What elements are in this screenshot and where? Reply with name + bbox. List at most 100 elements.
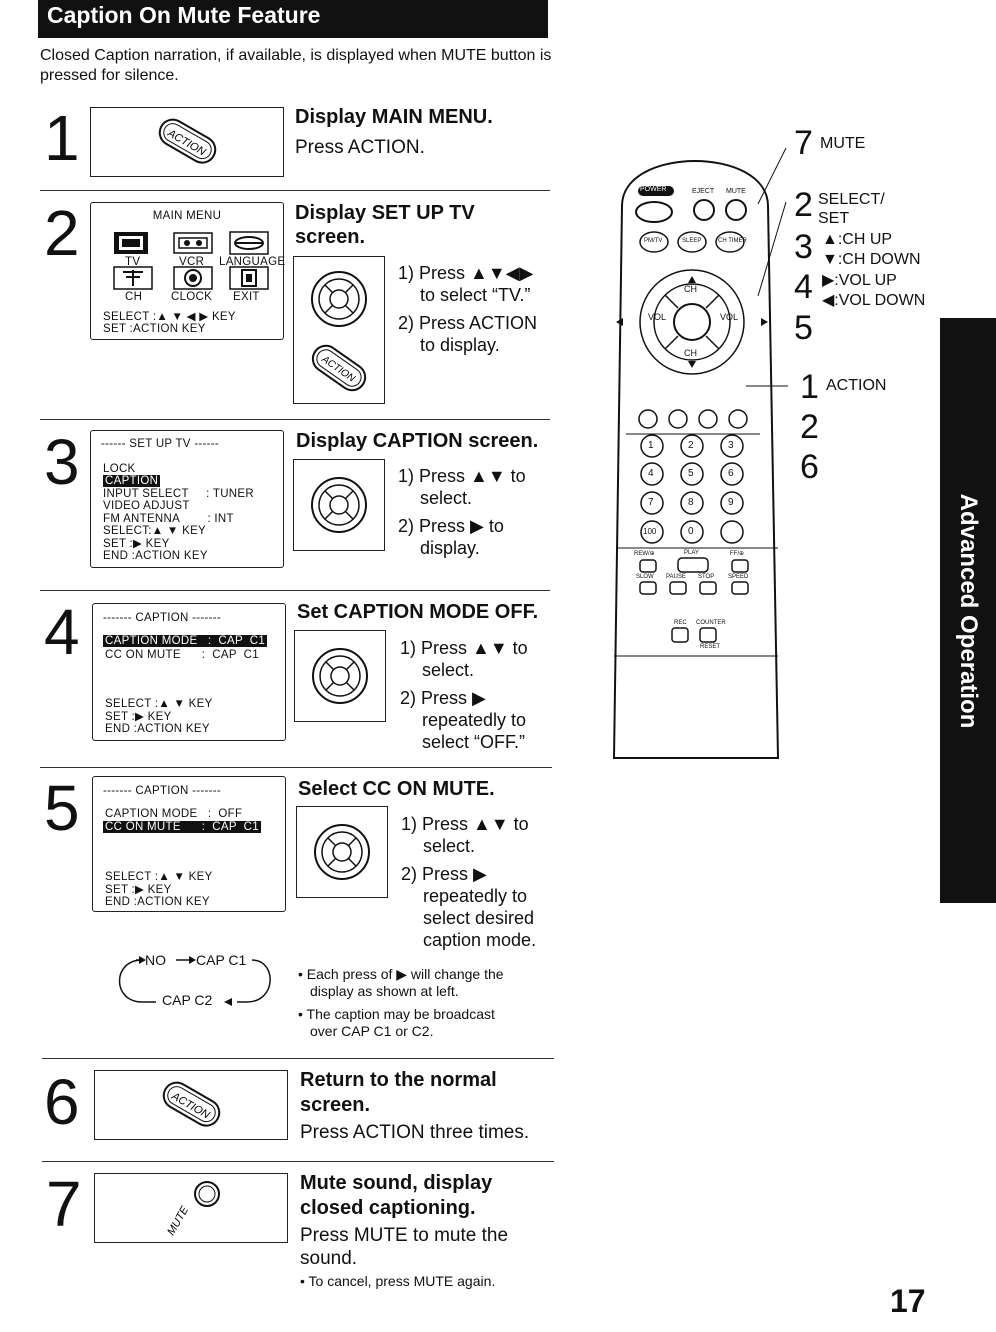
remote-eject-label: EJECT: [692, 188, 715, 195]
step-5-title: Select CC ON MUTE.: [298, 778, 495, 800]
remote-reset-label: RESET: [700, 644, 721, 650]
callout-6-number: 6: [800, 448, 819, 486]
divider: [42, 1058, 554, 1059]
step-1-title: Display MAIN MENU.: [295, 106, 493, 128]
step-3-title: Display CAPTION screen.: [296, 430, 539, 452]
step-6-number: 6: [44, 1066, 80, 1138]
step-3-instruction-2b: display.: [420, 538, 480, 558]
section-side-tab: Advanced Operation: [940, 318, 996, 903]
note-line: display as shown at left.: [310, 983, 459, 999]
key-6: 6: [728, 468, 734, 479]
callout-2b-number: 2: [800, 408, 819, 446]
remote-vol-left-label: VOL: [648, 312, 667, 322]
step-7-note: • To cancel, press MUTE again.: [300, 1273, 496, 1289]
cycle-no: NO: [145, 952, 166, 968]
key-4: 4: [648, 468, 654, 479]
remote-speed-label: SPEED: [728, 574, 749, 580]
svg-text:MUTE: MUTE: [165, 1204, 191, 1238]
step-6-title-2: screen.: [300, 1094, 371, 1116]
callout-2-label-2: SET: [818, 210, 850, 227]
step-6-illustration: ACTION: [94, 1070, 288, 1140]
step-7-desc: Press MUTE to mute the: [300, 1225, 509, 1246]
select-dial-icon: [309, 475, 369, 540]
menu-row: FM ANTENNA : INT: [103, 513, 234, 525]
menu-row-highlighted: CAPTION: [103, 475, 161, 487]
divider: [42, 1161, 554, 1162]
menu-row: CC ON MUTE : CAP C1: [105, 649, 259, 661]
step-3-instruction-1: 1) Press ▲▼ to: [398, 466, 526, 486]
caption-mode-cycle-diagram: NO CAP C1 CAP C2: [112, 946, 282, 1016]
menu-select-line: SELECT :▲ ▼ ◀ ▶ KEY: [103, 311, 236, 323]
menu-row: END :ACTION KEY: [105, 723, 210, 735]
antenna-icon: [113, 266, 153, 295]
step-6-title: Return to the normal: [300, 1069, 497, 1091]
callout-1-number: 1: [800, 368, 819, 406]
step-4-instruction-2b: repeatedly to: [422, 710, 527, 730]
callout-3-label-2: ▼:CH DOWN: [822, 251, 921, 268]
cycle-cap-c1: CAP C1: [196, 952, 247, 968]
vcr-icon: [173, 231, 213, 262]
key-100: 100: [643, 527, 657, 536]
callout-1-label: ACTION: [826, 377, 887, 394]
step-2-illustration: ACTION: [293, 256, 385, 404]
step-2-number: 2: [44, 197, 80, 269]
step-3-instruction-2: 2) Press ▶ to: [398, 516, 504, 536]
callout-2-number: 2: [794, 186, 813, 224]
exit-icon: [229, 266, 269, 295]
step-4-instruction-2: 2) Press ▶: [400, 688, 486, 708]
remote-rec-label: REC: [674, 620, 687, 626]
remote-play-label: PLAY: [684, 550, 699, 556]
step-4-instruction-1b: select.: [422, 660, 475, 680]
divider: [40, 590, 550, 591]
tv-icon: [113, 231, 149, 262]
step-4-instruction-2c: select “OFF.”: [422, 732, 526, 752]
remote-ff-label: FF/⊕: [730, 551, 745, 557]
side-tab-label: Advanced Operation: [955, 493, 982, 728]
step-5-instruction-1b: select.: [423, 836, 476, 856]
menu-row: LOCK: [103, 463, 136, 475]
callout-7-number: 7: [794, 124, 813, 162]
step-2-instruction-2b: to display.: [420, 335, 500, 355]
menu-row: SET :▶ KEY: [105, 884, 172, 896]
callout-4-number: 4: [794, 268, 813, 306]
select-dial-icon: [310, 646, 370, 711]
remote-power-label: POWER: [640, 186, 667, 193]
menu-row-highlighted: CAPTION MODE : CAP C1: [103, 635, 268, 647]
step-5-instruction-1: 1) Press ▲▼ to: [401, 814, 529, 834]
step-3-number: 3: [44, 426, 80, 498]
step-2-instruction-2: 2) Press ACTION: [398, 313, 538, 333]
remote-pause-label: PAUSE: [666, 574, 686, 580]
step-4-instruction-1: 1) Press ▲▼ to: [400, 638, 528, 658]
menu-row: CAPTION MODE : OFF: [105, 808, 243, 820]
key-5: 5: [688, 468, 694, 479]
step-5-number: 5: [44, 772, 80, 844]
select-dial-icon: [309, 269, 369, 329]
tv-label: TV: [125, 256, 141, 268]
menu-title: ------- CAPTION -------: [103, 785, 222, 797]
remote-stop-label: STOP: [698, 574, 715, 580]
remote-slow-label: SLOW: [636, 574, 654, 580]
step-4-number: 4: [44, 596, 80, 668]
vcr-label: VCR: [179, 256, 205, 268]
step-4-illustration: [294, 630, 386, 722]
action-button-icon: ACTION: [155, 1077, 227, 1138]
menu-title: MAIN MENU: [152, 210, 222, 222]
page-title: Caption On Mute Feature: [38, 0, 548, 38]
callout-5-number: 5: [794, 309, 813, 347]
callout-3-label: ▲:CH UP: [822, 231, 893, 248]
note-line: • The caption may be broadcast: [298, 1006, 495, 1022]
step-4-title: Set CAPTION MODE OFF.: [297, 601, 539, 623]
step-5-illustration: [296, 806, 388, 898]
menu-row: END :ACTION KEY: [103, 550, 208, 562]
callout-2-label: SELECT/: [818, 191, 885, 208]
clock-label: CLOCK: [171, 291, 213, 303]
remote-counter-label: COUNTER: [696, 620, 726, 626]
remote-pmtv-label: PM/TV: [644, 238, 663, 244]
note-line: over CAP C1 or C2.: [310, 1023, 434, 1039]
note-line: • Each press of ▶ will change the: [298, 966, 504, 982]
key-3: 3: [728, 440, 734, 451]
menu-row: SELECT :▲ ▼ KEY: [105, 698, 213, 710]
exit-label: EXIT: [233, 291, 260, 303]
mute-button-icon: MUTE: [159, 1176, 229, 1245]
caption-screen-5: ------- CAPTION ------- CAPTION MODE : O…: [92, 776, 286, 912]
